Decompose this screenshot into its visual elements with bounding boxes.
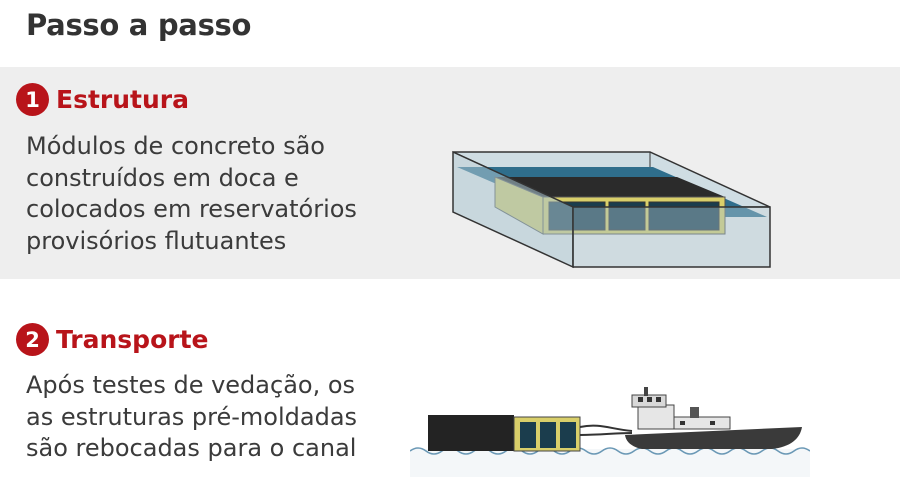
step-2-line-2: as estruturas pré-moldadas [26, 402, 358, 431]
towed-module-cell-1 [520, 422, 536, 448]
towed-module-dark [428, 415, 514, 451]
step-1-description: Módulos de concreto são construídos em d… [26, 131, 446, 257]
tugboat-window-3 [656, 397, 661, 402]
step-1-panel: 1 Estrutura Módulos de concreto são cons… [0, 67, 900, 279]
reservoir-front-face [572, 206, 771, 268]
page-title: Passo a passo [26, 8, 252, 42]
step-2-description: Após testes de vedação, os as estruturas… [26, 370, 446, 465]
canal-water [410, 449, 810, 477]
step-2-line-1: Após testes de vedação, os [26, 371, 356, 399]
step-1-header: 1 Estrutura [16, 83, 189, 116]
towed-module-cell-3 [560, 422, 576, 448]
module-top [495, 177, 725, 197]
step-1-title: Estrutura [56, 85, 189, 114]
step-2-header: 2 Transporte [16, 323, 209, 356]
tugboat-hull [625, 427, 802, 449]
tugboat-cabin [637, 404, 675, 430]
step-1-line-3: colocados em reservatórios [26, 195, 357, 223]
tugboat-stack [690, 407, 699, 418]
floating-reservoir-illustration [452, 150, 771, 269]
tugboat-mast [644, 387, 648, 396]
step-2-number-badge: 2 [16, 323, 49, 356]
step-1-line-2: construídos em doca e [26, 163, 299, 192]
step-1-line-4: provisórios flutuantes [26, 226, 287, 255]
tugboat-window-2 [647, 397, 652, 402]
tugboat-towing-illustration [410, 387, 810, 477]
step-2-panel: 2 Transporte Após testes de vedação, os … [0, 279, 900, 500]
tugboat-port-1 [680, 421, 685, 425]
tugboat-port-2 [710, 421, 715, 425]
step-1-number-badge: 1 [16, 83, 49, 116]
step-2-line-3: são rebocadas para o canal [26, 434, 357, 462]
towed-module-cell-2 [540, 422, 556, 448]
step-1-line-1: Módulos de concreto são [26, 132, 325, 160]
tow-line [579, 424, 633, 436]
step-2-title: Transporte [56, 325, 209, 354]
tugboat-window-1 [638, 397, 643, 402]
